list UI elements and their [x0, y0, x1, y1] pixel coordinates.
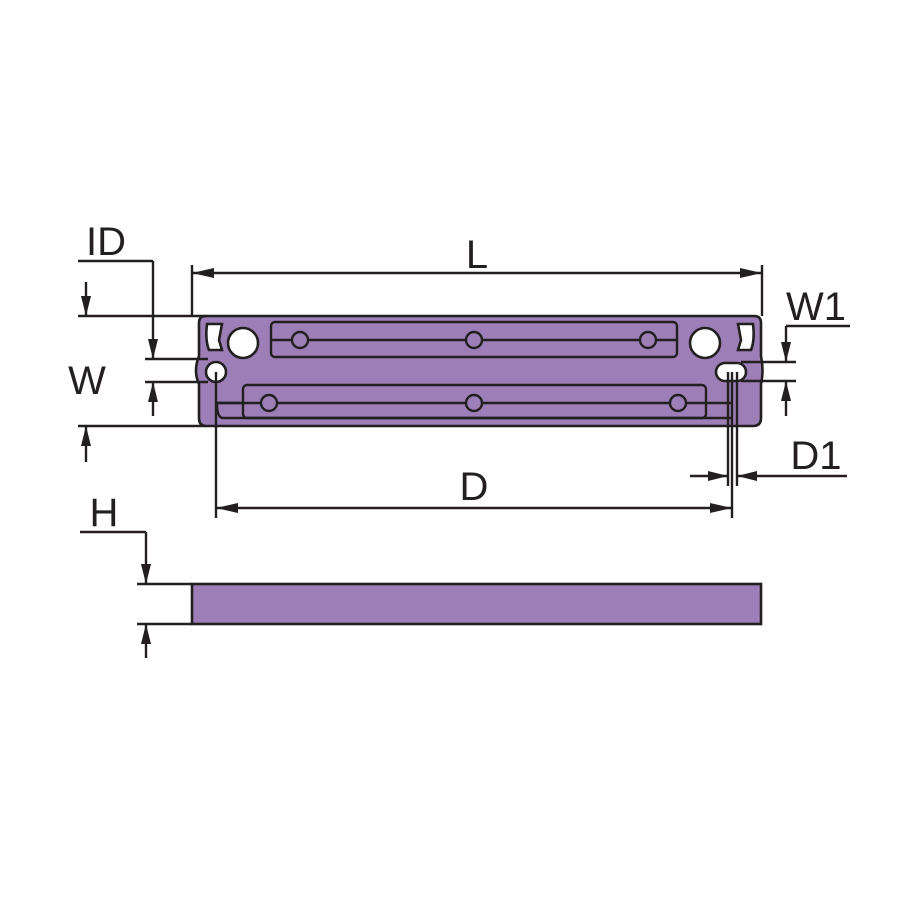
slot-diameter-label: D1 — [790, 434, 841, 478]
slot-width-label: W1 — [786, 285, 846, 329]
dimension-height: H — [80, 491, 192, 658]
upper-slot-node-right — [638, 330, 658, 350]
dimension-inner-diameter: ID — [78, 220, 208, 416]
plate-side-body — [190, 582, 763, 626]
right-mounting-hole — [688, 326, 722, 360]
upper-slot-node-center — [464, 330, 484, 350]
left-mounting-hole — [226, 326, 260, 360]
lower-slot-node-center — [464, 393, 484, 413]
length-label: L — [466, 233, 488, 277]
right-corner-tab — [736, 322, 755, 352]
lower-slot-node-left — [259, 393, 279, 413]
dimension-length: L — [190, 233, 764, 316]
left-corner-tab — [205, 322, 224, 352]
lower-slot-node-right — [668, 393, 688, 413]
width-label: W — [68, 359, 106, 403]
plate-top-view — [194, 314, 764, 428]
height-label: H — [90, 491, 119, 535]
dimension-slot-width: W1 — [741, 285, 850, 416]
dimension-slot-diameter: D1 — [690, 372, 847, 486]
upper-slot-node-left — [290, 330, 310, 350]
dimension-width: W — [68, 282, 206, 462]
plate-side-view — [190, 582, 763, 626]
dimension-hole-spacing: D — [214, 372, 734, 518]
hole-spacing-label: D — [460, 465, 489, 509]
inner-diameter-label: ID — [86, 220, 126, 264]
